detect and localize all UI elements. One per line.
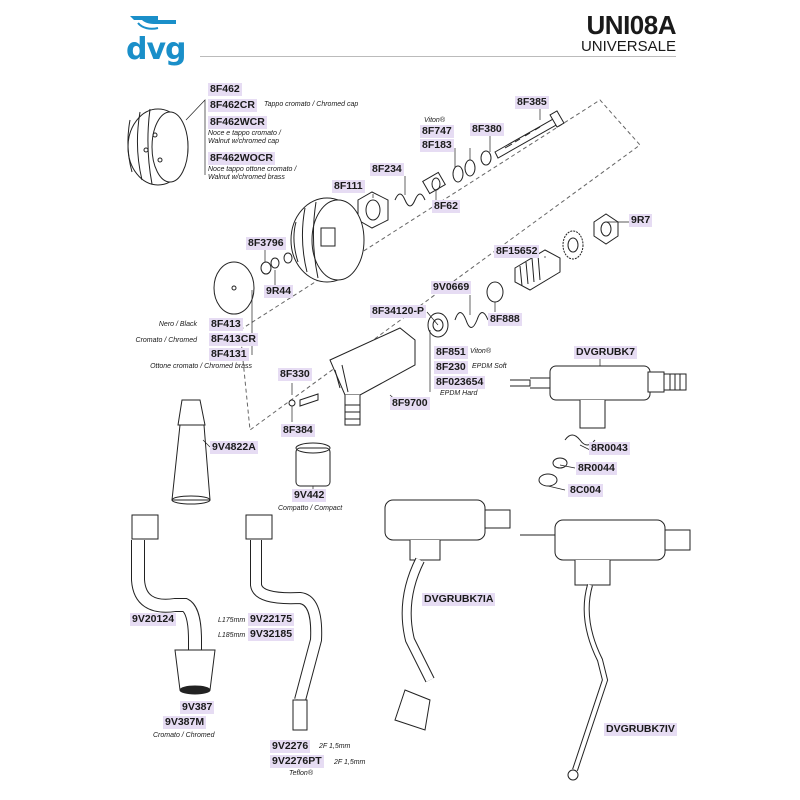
note-8f413: Nero / Black bbox=[158, 321, 197, 328]
label-8f111: 8F111 bbox=[332, 180, 365, 193]
note-8f413cr: Cromato / Chromed bbox=[135, 337, 197, 344]
oring-8c004-icon bbox=[538, 473, 558, 487]
brand-logo: dvg bbox=[126, 12, 196, 67]
note-8f851: Viton® bbox=[470, 348, 491, 355]
model-title: UNI08A bbox=[586, 10, 677, 40]
note-8f462wocr: Noce tappo ottone cromato / Walnut w/chr… bbox=[208, 166, 297, 181]
note-9v2276: 2F 1,5mm bbox=[319, 743, 351, 750]
label-9v2276pt: 9V2276PT bbox=[270, 755, 324, 768]
label-8r0043: 8R0043 bbox=[589, 442, 630, 455]
label-8f9700: 8F9700 bbox=[390, 397, 430, 410]
label-8f34120p: 8F34120-P bbox=[370, 305, 426, 318]
cap-8r0044-icon bbox=[552, 457, 568, 469]
valve-body-icon bbox=[329, 327, 416, 426]
label-9v32185: 9V32185 bbox=[248, 628, 295, 641]
label-8f4131: 8F4131 bbox=[209, 348, 249, 361]
label-8f888: 8F888 bbox=[488, 313, 522, 326]
label-8f462: 8F462 bbox=[208, 83, 242, 96]
label-8f183: 8F183 bbox=[420, 139, 454, 152]
label-dvgrubk7iv: DVGRUBK7IV bbox=[604, 723, 677, 736]
label-8f230: 8F230 bbox=[434, 361, 468, 374]
tap-logo-icon bbox=[130, 16, 176, 30]
label-8f380: 8F380 bbox=[470, 123, 504, 136]
threaded-body-icon bbox=[514, 249, 561, 291]
spring-icon bbox=[394, 193, 426, 207]
page-header: dvg UNI08A UNIVERSALE bbox=[0, 0, 800, 67]
leader-lines bbox=[185, 99, 630, 491]
model-subtitle: UNIVERSALE bbox=[580, 38, 676, 55]
label-9v4822a: 9V4822A bbox=[210, 441, 258, 454]
kit-dvgrubk7iv-icon bbox=[520, 519, 691, 781]
note-8f023654: EPDM Hard bbox=[440, 390, 478, 397]
note-8f4131: Ottone cromato / Chromed brass bbox=[150, 363, 252, 370]
curved-pipe-9v20124-icon bbox=[131, 514, 216, 695]
cap-icon bbox=[127, 108, 189, 186]
label-8f384: 8F384 bbox=[281, 424, 315, 437]
label-9r44: 9R44 bbox=[264, 285, 294, 298]
label-8f413: 8F413 bbox=[209, 318, 243, 331]
disc-plate-icon bbox=[213, 261, 255, 315]
note-9v442: Compatto / Compact bbox=[278, 505, 343, 512]
spout-9v4822a-icon bbox=[171, 399, 211, 505]
oring-8f888-icon bbox=[486, 281, 504, 303]
label-8f747: 8F747 bbox=[420, 125, 454, 138]
label-8f3796: 8F3796 bbox=[246, 237, 286, 250]
assembly-guide-line bbox=[239, 99, 641, 431]
note-9v387m: Cromato / Chromed bbox=[153, 732, 215, 739]
label-8f413cr: 8F413CR bbox=[209, 333, 258, 346]
label-9v20124: 9V20124 bbox=[130, 613, 177, 626]
label-8f023654: 8F023654 bbox=[434, 376, 486, 389]
label-9v387: 9V387 bbox=[180, 701, 215, 714]
label-8c004: 8C004 bbox=[568, 484, 603, 497]
label-9v0669: 9V0669 bbox=[431, 281, 472, 294]
label-9v442: 9V442 bbox=[292, 489, 327, 502]
label-9v387m: 9V387M bbox=[163, 716, 207, 729]
brand-name: dvg bbox=[126, 32, 187, 67]
label-8f851: 8F851 bbox=[434, 346, 468, 359]
label-8f462cr: 8F462CR bbox=[208, 99, 257, 112]
lock-washer-icon bbox=[562, 230, 584, 260]
note-9v22175: L175mm bbox=[218, 617, 246, 624]
stem-icon bbox=[494, 110, 565, 159]
small-washers-icon bbox=[260, 252, 293, 275]
label-8f62: 8F62 bbox=[432, 200, 460, 213]
note-viton-top: Viton® bbox=[424, 117, 445, 124]
pipe-9v22175-icon bbox=[245, 514, 323, 731]
label-8f15652: 8F15652 bbox=[494, 245, 540, 258]
header-divider bbox=[200, 56, 676, 57]
kit-dvgrubk7-icon bbox=[510, 365, 687, 429]
handwheel-icon bbox=[290, 197, 365, 283]
note-9v32185: L185mm bbox=[218, 632, 246, 639]
screw-icon bbox=[288, 393, 319, 407]
label-8f234: 8F234 bbox=[370, 163, 404, 176]
label-8r0044: 8R0044 bbox=[576, 462, 617, 475]
label-9v22175: 9V22175 bbox=[248, 613, 295, 626]
bushing-icon bbox=[422, 171, 446, 195]
nut-9r7-icon bbox=[593, 213, 619, 245]
note-8f462cr: Tappo cromato / Chromed cap bbox=[264, 101, 359, 108]
label-8f385: 8F385 bbox=[515, 96, 549, 109]
label-dvgrubk7ia: DVGRUBK7IA bbox=[422, 593, 496, 606]
label-8f462wocr: 8F462WOCR bbox=[208, 152, 276, 165]
kit-dvgrubk7ia-icon bbox=[384, 499, 511, 731]
compact-9v442-icon bbox=[295, 442, 331, 487]
note-teflon: Teflon® bbox=[289, 770, 313, 777]
nut-icon bbox=[357, 191, 389, 229]
note-8f230: EPDM Soft bbox=[472, 363, 507, 370]
label-9r7: 9R7 bbox=[629, 214, 653, 227]
label-dvgrubk7: DVGRUBK7 bbox=[574, 346, 637, 359]
label-8f330: 8F330 bbox=[278, 368, 312, 381]
washers-top-icon bbox=[452, 150, 492, 183]
spring-9v0669-icon bbox=[454, 312, 489, 328]
label-8f462wcr: 8F462WCR bbox=[208, 116, 267, 129]
label-9v2276: 9V2276 bbox=[270, 740, 311, 753]
note-9v2276pt: 2F 1,5mm bbox=[334, 759, 366, 766]
note-8f462wcr: Noce e tappo cromato / Walnut w/chromed … bbox=[208, 130, 281, 145]
